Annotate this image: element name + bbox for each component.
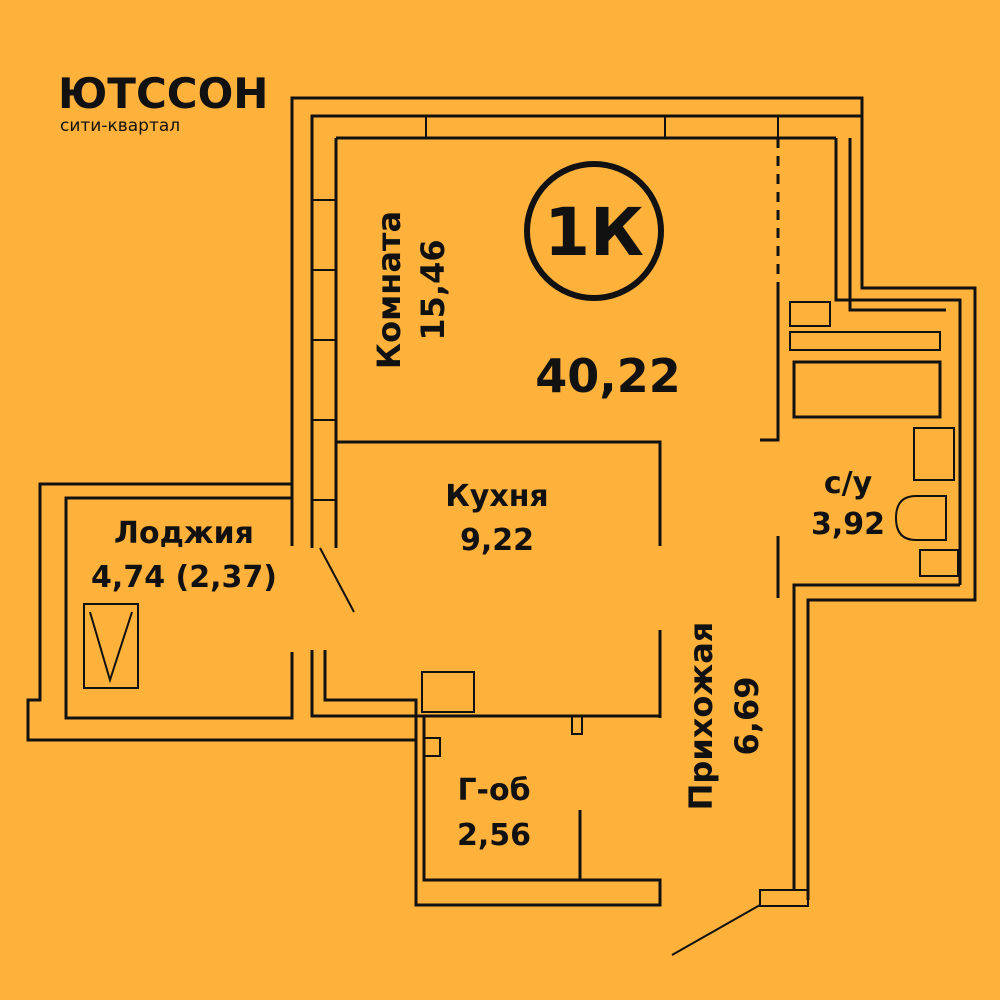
shaft [789, 331, 941, 351]
right-outer-wall [806, 115, 977, 900]
room-name: Комната [370, 211, 408, 369]
kitchen-name: Кухня [445, 479, 548, 514]
apartment-type-badge: 1К [524, 161, 664, 301]
badge-circle [524, 161, 664, 301]
top-outer-wall [290, 96, 864, 546]
right-inner-wall [834, 138, 962, 585]
room-label-hallway: Прихожая 6,69 [682, 622, 766, 811]
kitchen-sink [421, 671, 475, 713]
loggia-dryer [83, 603, 139, 689]
badge-label: 1К [544, 194, 644, 271]
brand-name: ЮТССОН [58, 69, 268, 118]
brand-tagline: сити-квартал [60, 116, 180, 136]
right-step-wall [792, 583, 960, 890]
dryer-mark [89, 611, 133, 684]
toilet-tank [919, 549, 959, 577]
sink [913, 427, 955, 481]
entrance-door-swing [671, 904, 761, 956]
storage-walls [323, 650, 662, 907]
bathroom-name: с/у [824, 466, 873, 501]
hallway-name: Прихожая [682, 622, 720, 811]
top-inner-wall [310, 114, 862, 548]
loggia-area: 4,74 (2,37) [91, 560, 277, 595]
brand-logo: ЮТССОН сити-квартал [58, 69, 268, 136]
loggia-inner-wall [64, 496, 294, 720]
right-mid-wall [848, 138, 946, 312]
loggia-outer-wall [26, 482, 418, 742]
walls [26, 96, 977, 956]
shaft [789, 301, 831, 327]
storage-name: Г-об [457, 773, 530, 808]
room-label-komnata: Комната 15,46 [370, 211, 452, 369]
toilet [894, 495, 947, 541]
total-area: 40,22 [535, 349, 681, 403]
door-swing [319, 547, 355, 613]
kitchen-top-wall [336, 440, 662, 546]
column [571, 715, 583, 735]
kitchen-area: 9,22 [460, 523, 534, 558]
bathroom-left-wall [760, 290, 780, 442]
room-area: 15,46 [414, 239, 452, 340]
vent [423, 737, 441, 757]
bathtub [792, 360, 942, 419]
hallway-area: 6,69 [728, 677, 766, 756]
kitchen-bottom-wall [310, 650, 660, 718]
loggia-name: Лоджия [114, 516, 254, 551]
entrance-door [759, 889, 809, 907]
storage-area: 2,56 [457, 818, 531, 853]
bathroom-area: 3,92 [811, 507, 885, 542]
